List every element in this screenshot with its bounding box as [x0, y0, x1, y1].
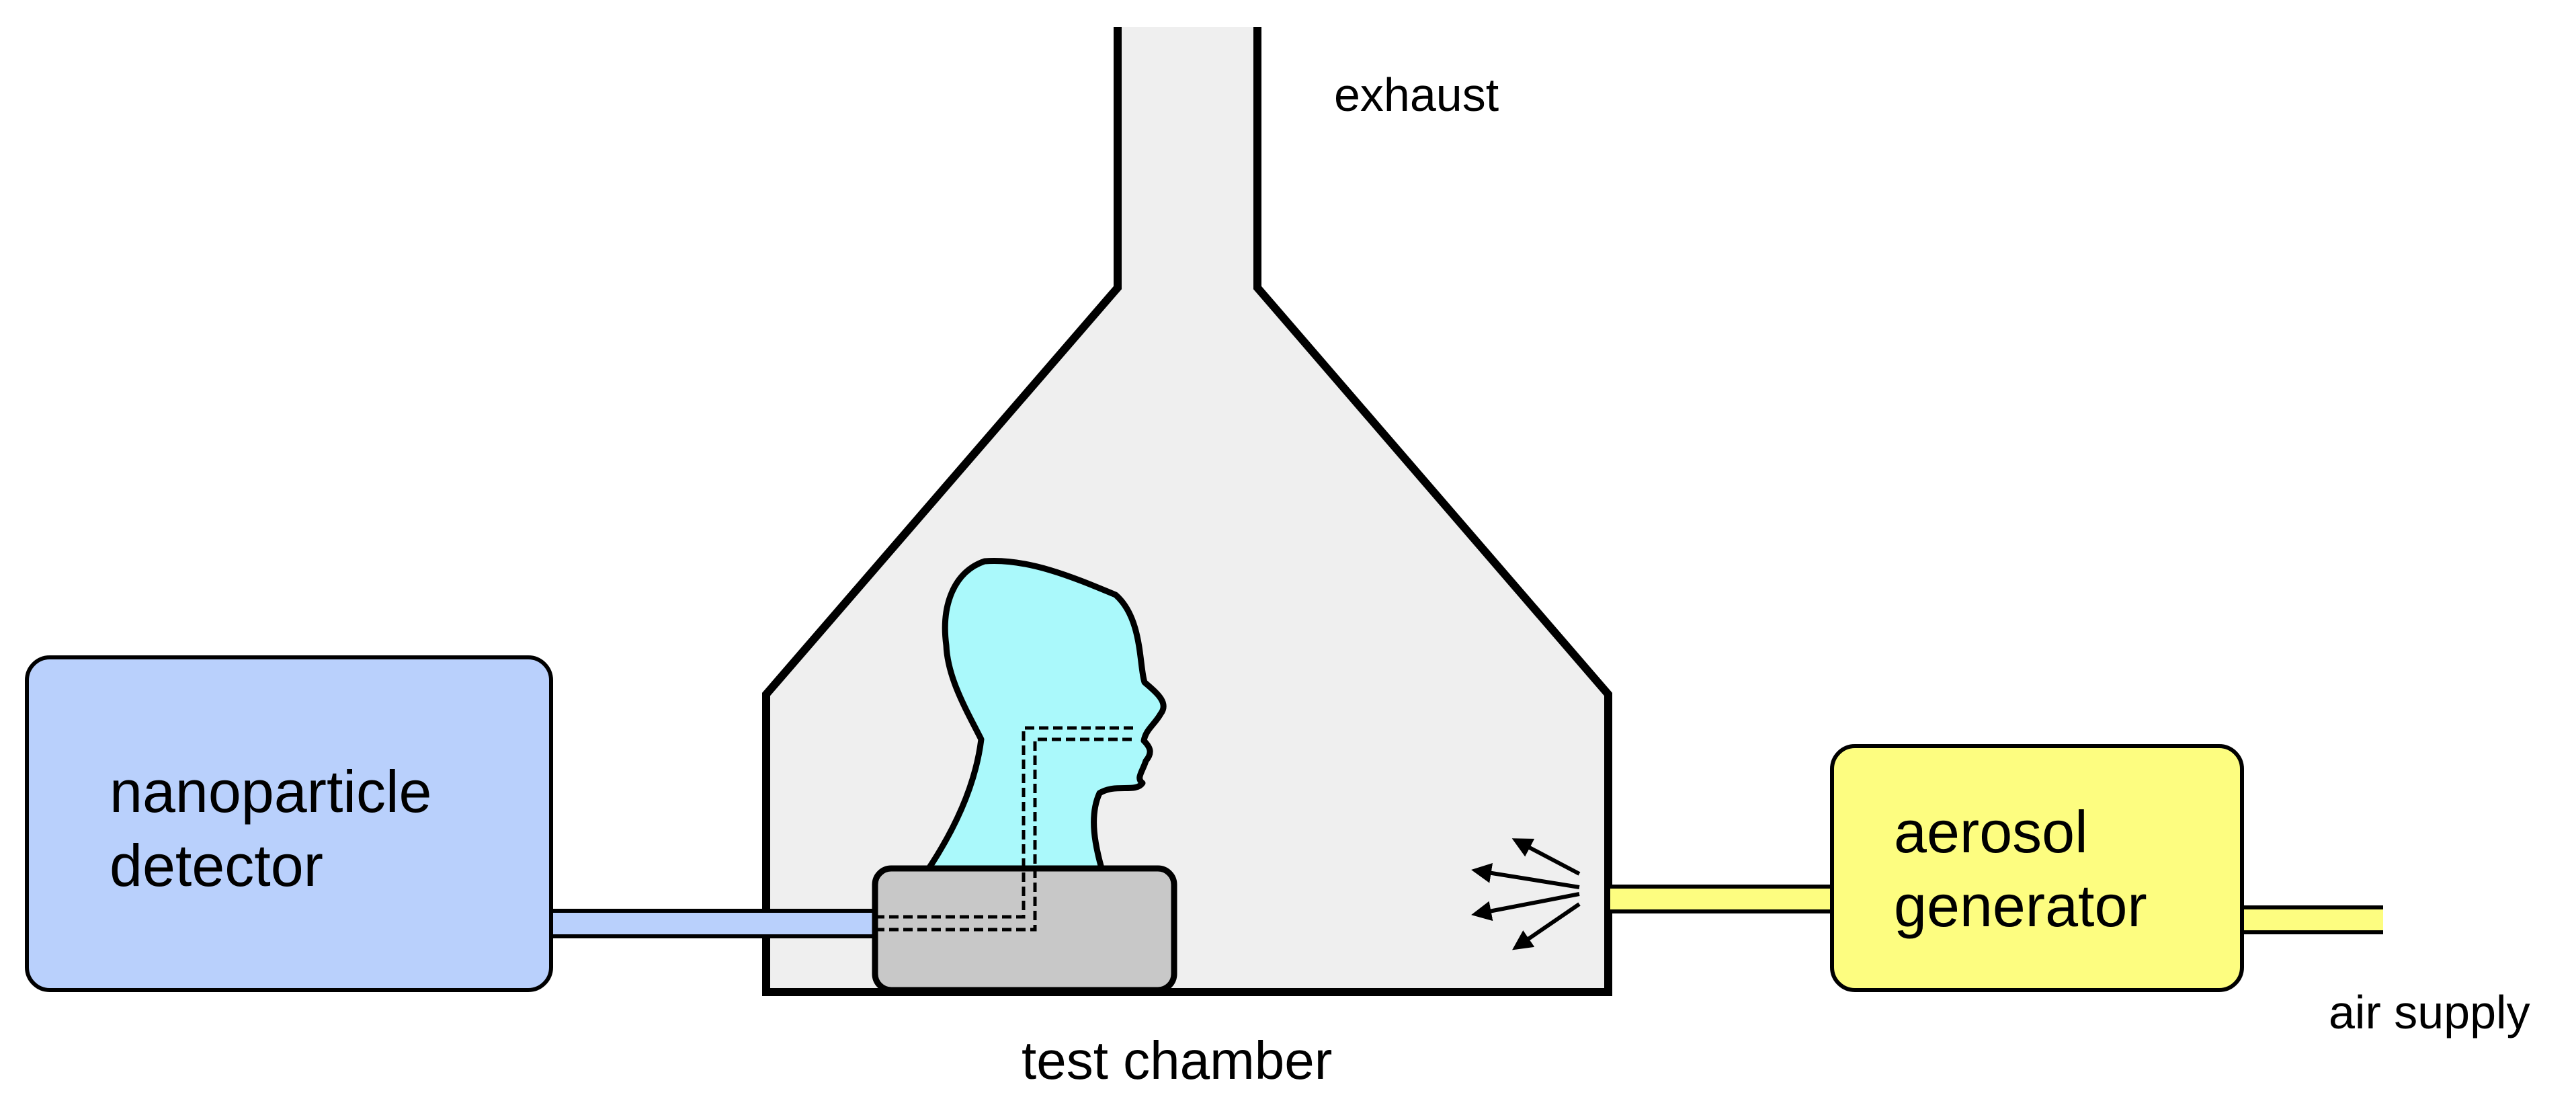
air-supply-tube	[2242, 905, 2383, 934]
detector-tube	[551, 909, 887, 938]
test-chamber-label: test chamber	[1022, 1030, 1332, 1090]
generator-inlet-tube	[1610, 885, 1832, 913]
air-supply-label: air supply	[2329, 986, 2530, 1038]
generator-label-line1: aerosol	[1894, 799, 2088, 865]
mannequin-head	[924, 557, 1167, 874]
aerosol-spray-arrows-icon	[1471, 838, 1581, 950]
detector-label-line2: detector	[110, 832, 323, 899]
exhaust-label: exhaust	[1334, 69, 1499, 121]
aerosol-generator	[1830, 744, 2244, 992]
generator-label-line2: generator	[1894, 872, 2147, 939]
test-chamber	[762, 27, 1612, 996]
nanoparticle-detector	[25, 655, 553, 992]
detector-label-line1: nanoparticle	[110, 758, 431, 825]
internal-sampling-tube	[875, 726, 1136, 932]
